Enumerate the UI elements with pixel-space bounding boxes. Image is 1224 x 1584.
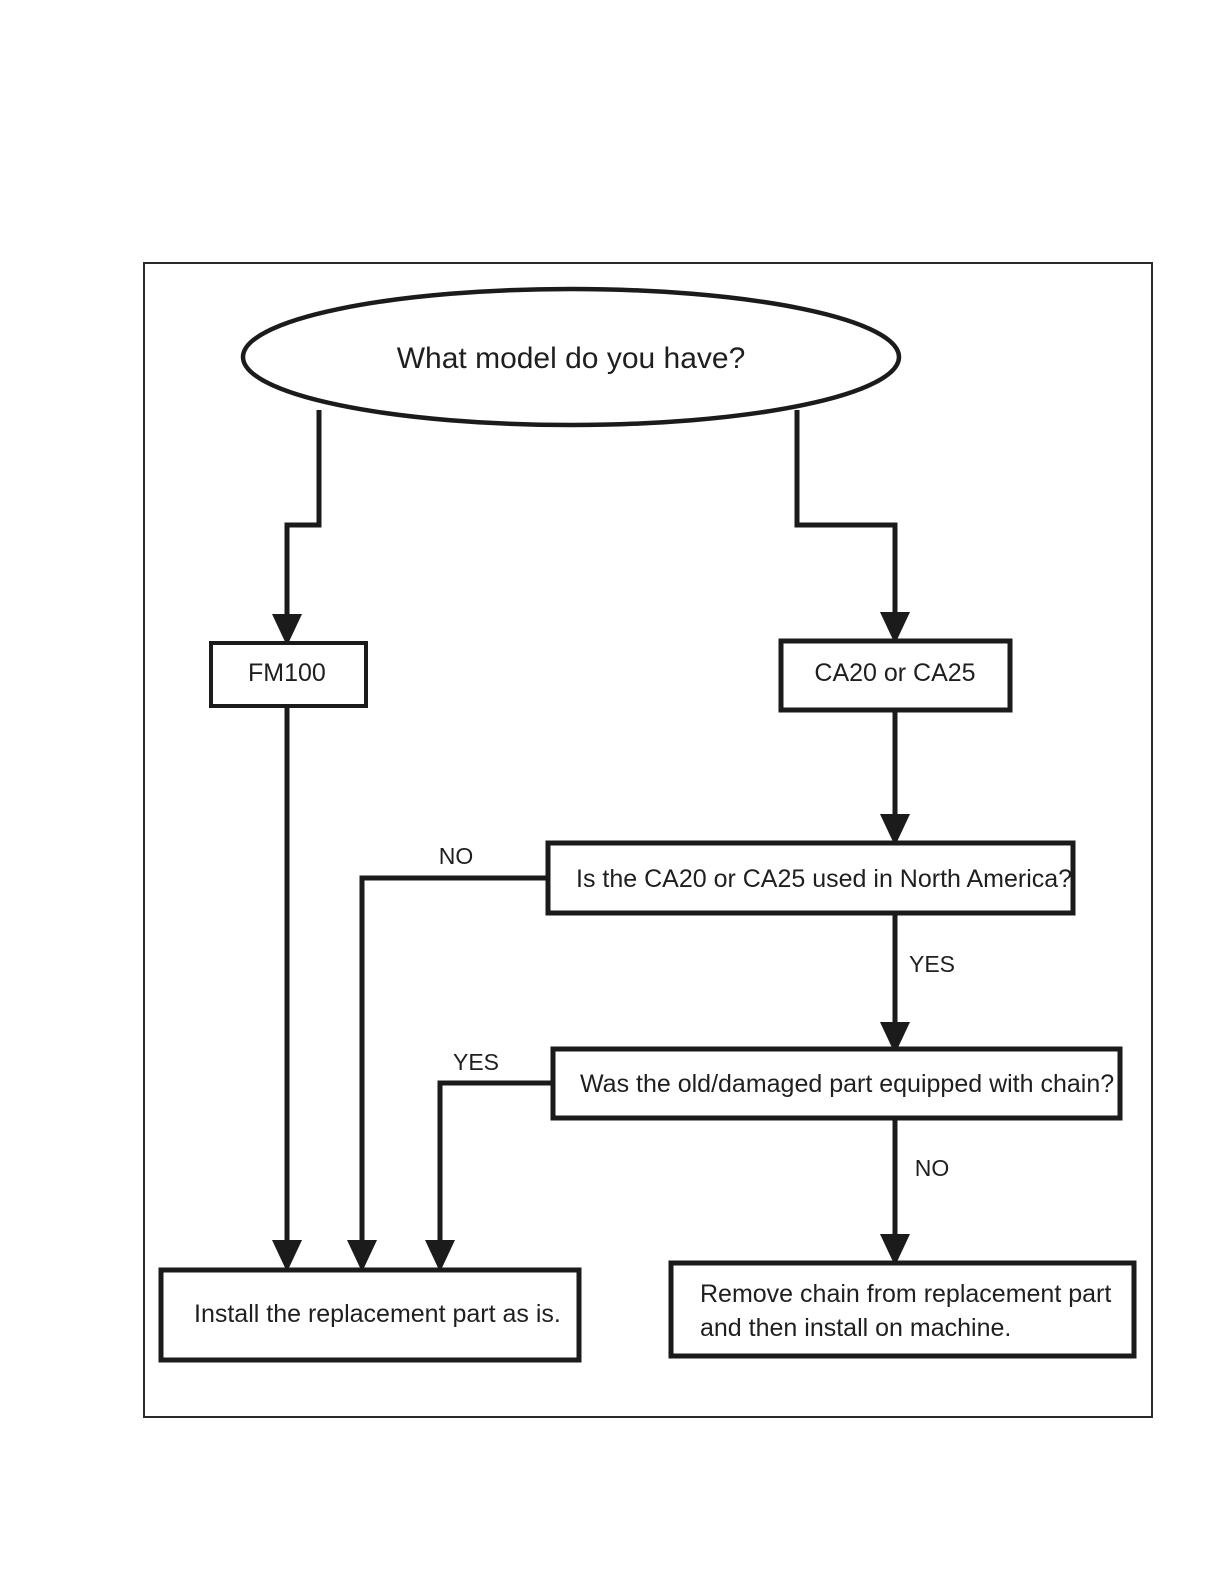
outcome-remove-chain-label-line2: and then install on machine. bbox=[700, 1314, 1011, 1342]
edge-label-chain-no: NO bbox=[915, 1155, 950, 1181]
connector-chain-yes-to-install bbox=[437, 1080, 553, 1254]
ca20-or-ca25-box-shape bbox=[778, 638, 1013, 713]
diagram-frame bbox=[143, 262, 1153, 1418]
arrowhead-chain-no-to-remove bbox=[880, 1234, 910, 1266]
edge-label-region-yes: YES bbox=[909, 951, 955, 977]
decision-chain-label: Was the old/damaged part equipped with c… bbox=[580, 1070, 1114, 1098]
start-label: What model do you have? bbox=[397, 342, 746, 375]
connector-start-to-ca bbox=[794, 410, 898, 626]
arrowhead-chain-yes-to-install bbox=[425, 1240, 455, 1272]
decision-region-label: Is the CA20 or CA25 used in North Americ… bbox=[576, 865, 1072, 893]
arrowhead-region-no-to-install bbox=[347, 1240, 377, 1272]
edge-label-region-no: NO bbox=[439, 843, 474, 869]
node-outcome-remove-chain[interactable]: Remove chain from replacement part and t… bbox=[668, 1260, 1137, 1359]
outcome-remove-chain-label-line1: Remove chain from replacement part bbox=[700, 1280, 1111, 1308]
node-decision-region[interactable]: Is the CA20 or CA25 used in North Americ… bbox=[545, 840, 1076, 916]
connector-start-to-fm100 bbox=[284, 410, 322, 628]
node-start[interactable]: What model do you have? bbox=[240, 286, 902, 428]
outcome-install-label: Install the replacement part as is. bbox=[194, 1300, 561, 1328]
decision-region-box-shape bbox=[545, 840, 1076, 916]
decision-chain-box-shape bbox=[550, 1046, 1123, 1121]
arrowhead-ca-to-region bbox=[880, 814, 910, 846]
arrowhead-start-to-fm100 bbox=[272, 614, 302, 646]
outcome-install-box-shape bbox=[158, 1267, 582, 1363]
ca20-or-ca25-label: CA20 or CA25 bbox=[814, 659, 975, 687]
node-ca20-or-ca25[interactable]: CA20 or CA25 bbox=[778, 638, 1013, 713]
arrowhead-region-yes-to-chain bbox=[880, 1022, 910, 1054]
arrowhead-start-to-ca bbox=[880, 612, 910, 644]
node-decision-chain[interactable]: Was the old/damaged part equipped with c… bbox=[550, 1046, 1123, 1121]
start-ellipse-shape bbox=[240, 286, 902, 428]
connector-region-no-to-install bbox=[359, 875, 548, 1254]
fm100-label: FM100 bbox=[248, 659, 326, 687]
fm100-box-shape bbox=[209, 641, 368, 708]
node-fm100[interactable]: FM100 bbox=[209, 641, 368, 708]
arrowhead-fm100-to-install bbox=[272, 1240, 302, 1272]
outcome-remove-chain-box-shape bbox=[668, 1260, 1137, 1359]
node-outcome-install[interactable]: Install the replacement part as is. bbox=[158, 1267, 582, 1363]
edge-label-chain-yes: YES bbox=[453, 1049, 499, 1075]
